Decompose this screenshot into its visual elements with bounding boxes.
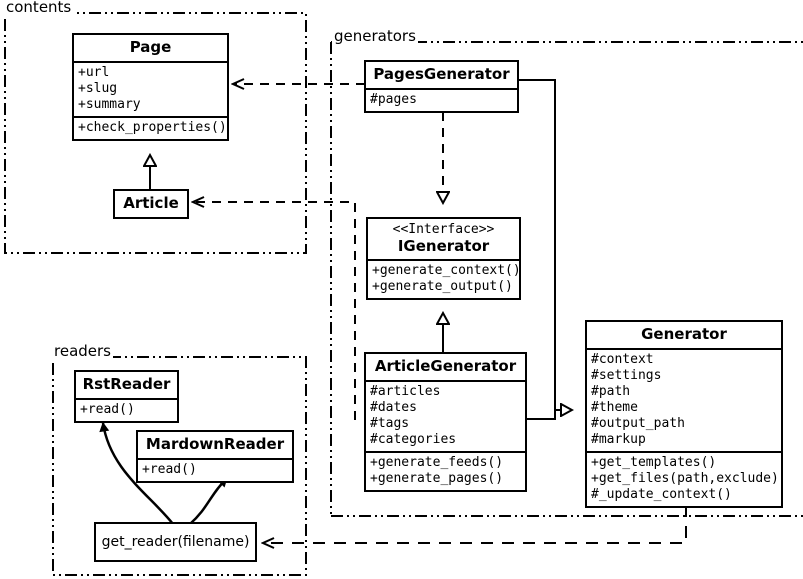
class-stereotype-igenerator: <<Interface>> bbox=[392, 222, 495, 237]
class-methods-page: +check_properties() bbox=[74, 116, 227, 139]
attribute-item: #settings bbox=[591, 368, 662, 383]
class-box-pagesgenerator[interactable]: PagesGenerator #pages bbox=[364, 60, 519, 113]
attribute-item: #output_path bbox=[591, 416, 685, 431]
class-title-page: Page bbox=[129, 38, 172, 56]
attribute-item: #theme bbox=[591, 400, 638, 415]
class-attributes-generator: #context #settings #path #theme #output_… bbox=[587, 348, 781, 451]
method-item: +read() bbox=[80, 402, 135, 417]
package-label-contents: contents bbox=[4, 0, 74, 16]
method-item: +get_files(path,exclude) bbox=[591, 471, 779, 486]
class-attributes-page: +url +slug +summary bbox=[74, 61, 227, 116]
package-label-generators: generators bbox=[332, 27, 418, 45]
attribute-item: #dates bbox=[370, 400, 417, 415]
class-attributes-articlegenerator: #articles #dates #tags #categories bbox=[366, 380, 525, 451]
method-item: +generate_feeds() bbox=[370, 455, 504, 470]
package-label-readers: readers bbox=[52, 342, 113, 360]
class-methods-igenerator: +generate_context() +generate_output() bbox=[368, 259, 521, 298]
method-item: +generate_pages() bbox=[370, 471, 504, 486]
class-box-igenerator[interactable]: <<Interface>> IGenerator +generate_conte… bbox=[366, 217, 521, 300]
edge-getreader-to-mardownreader bbox=[189, 477, 228, 525]
class-box-generator[interactable]: Generator #context #settings #path #them… bbox=[585, 320, 783, 508]
class-box-rstreader[interactable]: RstReader +read() bbox=[74, 370, 179, 423]
class-methods-mardownreader: +read() bbox=[138, 458, 292, 481]
attribute-item: #articles bbox=[370, 384, 441, 399]
edge-generator-depends-getreader bbox=[263, 505, 687, 543]
attribute-item: +summary bbox=[78, 97, 141, 112]
method-item: +generate_context() bbox=[372, 263, 521, 278]
class-title-rstreader: RstReader bbox=[82, 375, 171, 393]
function-label-get-reader: get_reader(filename) bbox=[101, 534, 250, 550]
method-item: #_update_context() bbox=[591, 487, 732, 502]
class-box-mardownreader[interactable]: MardownReader +read() bbox=[136, 430, 294, 483]
method-item: +check_properties() bbox=[78, 120, 227, 135]
class-title-articlegenerator: ArticleGenerator bbox=[374, 357, 517, 375]
class-title-article: Article bbox=[123, 194, 179, 212]
class-header-igenerator: <<Interface>> IGenerator bbox=[368, 219, 519, 259]
class-title-generator: Generator bbox=[641, 325, 727, 343]
class-attributes-pagesgenerator: #pages bbox=[366, 88, 517, 111]
class-box-articlegenerator[interactable]: ArticleGenerator #articles #dates #tags … bbox=[364, 352, 527, 492]
class-methods-generator: +get_templates() +get_files(path,exclude… bbox=[587, 451, 781, 506]
attribute-item: #tags bbox=[370, 416, 410, 431]
class-title-mardownreader: MardownReader bbox=[145, 435, 285, 453]
method-item: +get_templates() bbox=[591, 455, 717, 470]
edge-articlegenerator-to-generator bbox=[527, 410, 556, 420]
class-box-article[interactable]: Article bbox=[113, 189, 189, 219]
class-title-igenerator: IGenerator bbox=[397, 237, 490, 255]
method-item: +generate_output() bbox=[372, 279, 513, 294]
attribute-item: #path bbox=[591, 384, 631, 399]
attribute-item: #markup bbox=[591, 432, 646, 447]
attribute-item: #context bbox=[591, 352, 654, 367]
class-methods-rstreader: +read() bbox=[76, 398, 177, 421]
attribute-item: #categories bbox=[370, 432, 457, 447]
attribute-item: +slug bbox=[78, 81, 118, 96]
attribute-item: #pages bbox=[370, 92, 417, 107]
class-title-pagesgenerator: PagesGenerator bbox=[373, 65, 510, 83]
edge-articlegenerator-depends-article bbox=[193, 202, 356, 420]
class-box-page[interactable]: Page +url +slug +summary +check_properti… bbox=[72, 33, 229, 141]
method-item: +read() bbox=[142, 462, 197, 477]
attribute-item: +url bbox=[78, 65, 110, 80]
class-methods-articlegenerator: +generate_feeds() +generate_pages() bbox=[366, 451, 525, 490]
function-box-get-reader[interactable]: get_reader(filename) bbox=[94, 522, 257, 562]
